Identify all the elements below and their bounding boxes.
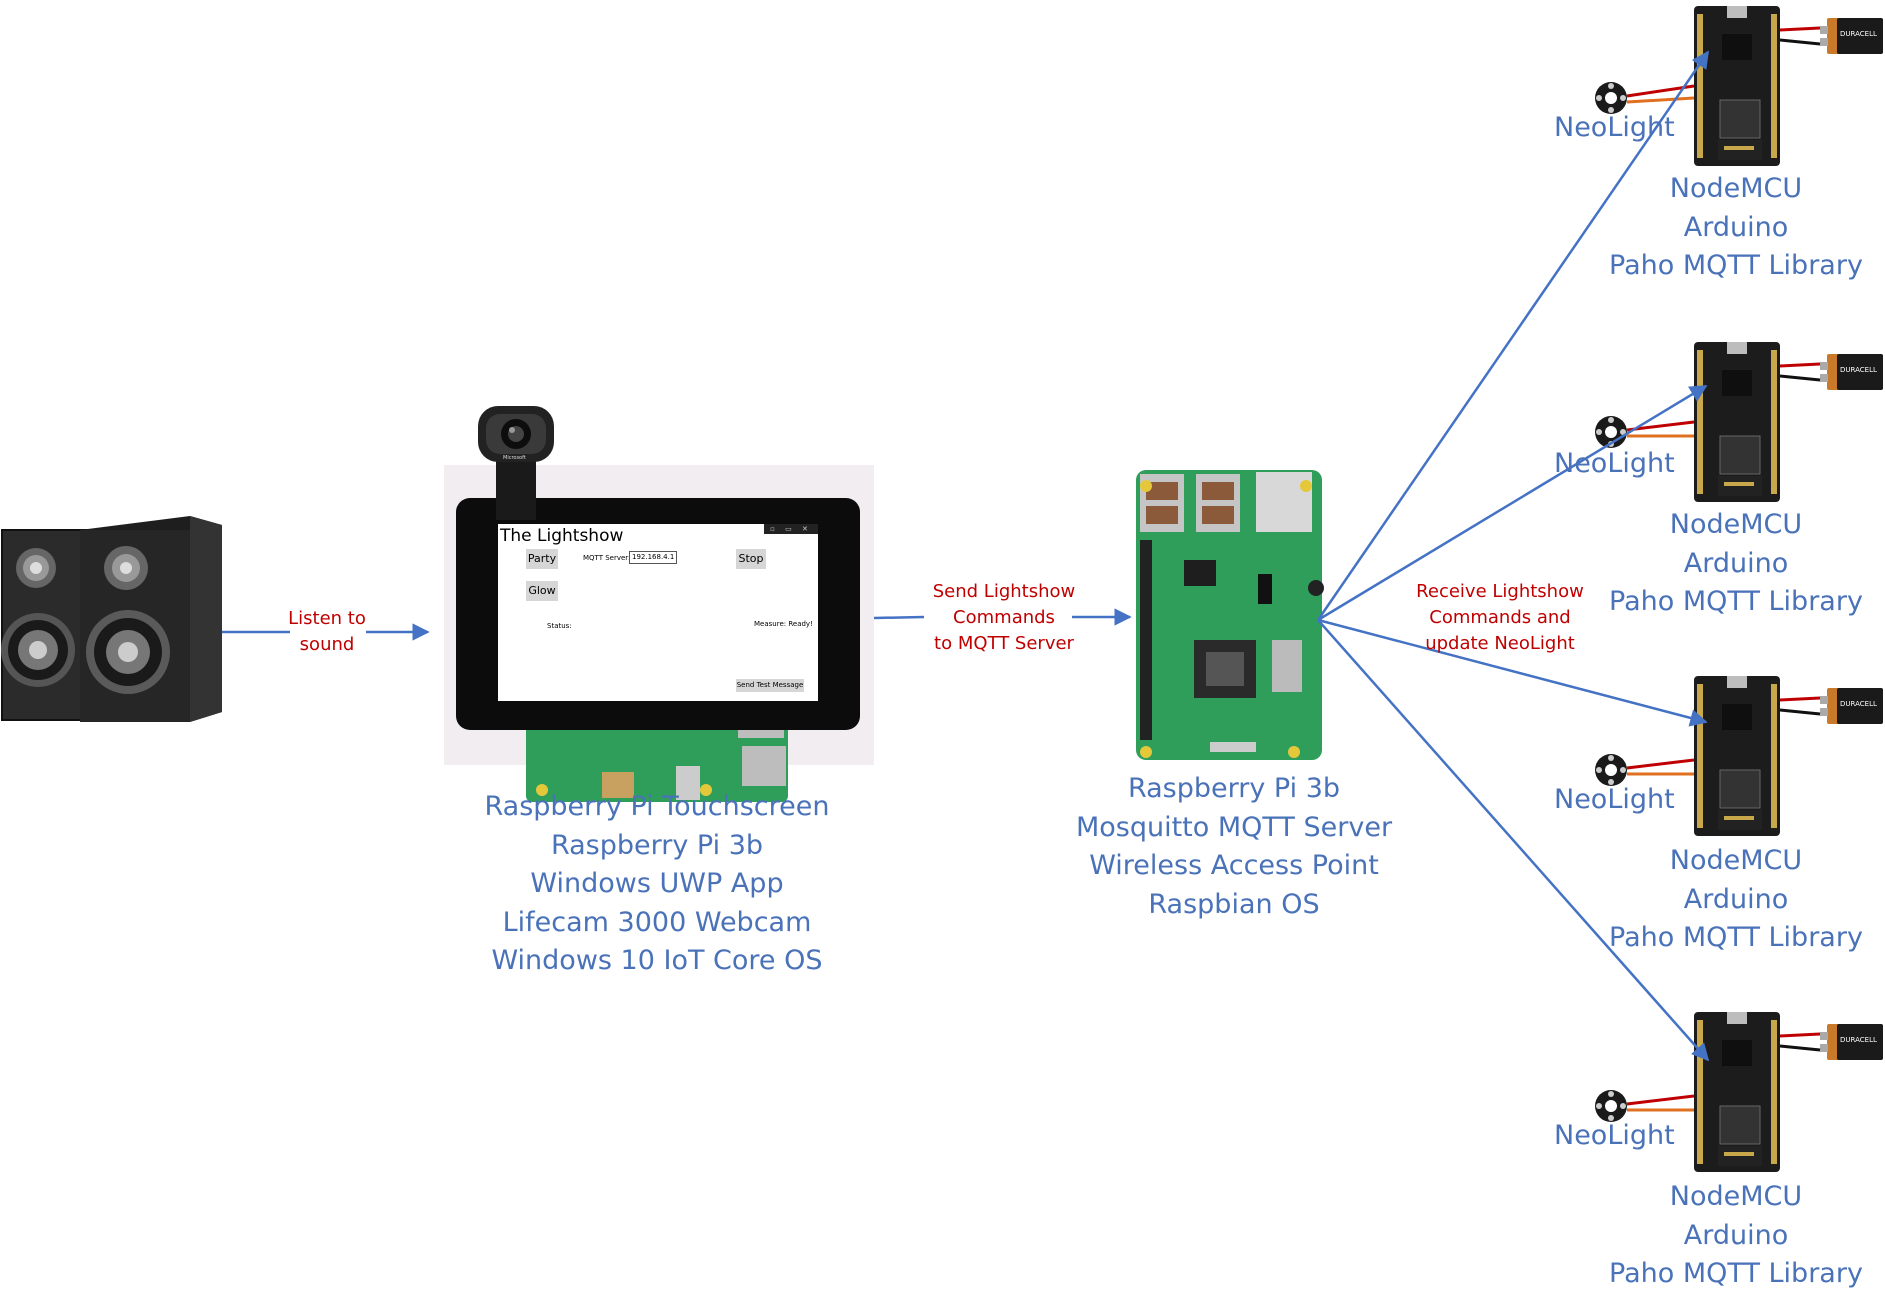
touchscreen-caption-line-4: Lifecam 3000 Webcam [502, 906, 812, 938]
node-4-caption-line-3: Paho MQTT Library [1609, 1258, 1863, 1289]
mqtt-server-label: MQTT Server: [583, 554, 631, 562]
node-2-caption-line-1: NodeMCU [1669, 509, 1803, 540]
neolight-label-4: NeoLight [1554, 1120, 1675, 1151]
node-caption-2: NodeMCU Arduino Paho MQTT Library [1586, 506, 1885, 622]
battery-label-3: DURACELL [1840, 700, 1877, 708]
receive-label-line-2: Commands and [1429, 607, 1571, 628]
speaker-right [80, 516, 222, 722]
listen-label-line-1: Listen to [288, 608, 366, 629]
node-4-caption-line-2: Arduino [1683, 1219, 1789, 1251]
node-caption-1: NodeMCU Arduino Paho MQTT Library [1586, 170, 1885, 286]
server-caption-line-4: Raspbian OS [1148, 888, 1320, 920]
battery-label-1: DURACELL [1840, 30, 1877, 38]
node-1-caption-line-1: NodeMCU [1669, 173, 1803, 204]
listen-label: Listen to sound [276, 606, 378, 658]
neolight-label-2: NeoLight [1554, 448, 1675, 479]
neolight-label-3: NeoLight [1554, 784, 1675, 815]
window-control-icons: ▫ ▭ ✕ [764, 524, 818, 534]
arrow-touchscreen-to-server-a [873, 615, 925, 620]
server-caption: Raspberry Pi 3b Mosquitto MQTT Server Wi… [1054, 770, 1414, 924]
webcam [478, 406, 554, 520]
touchscreen-caption-line-1: Raspberry Pi Touchscreen [484, 791, 830, 822]
node-3-caption-line-2: Arduino [1683, 883, 1789, 915]
touchscreen-caption-line-5: Windows 10 IoT Core OS [491, 945, 823, 976]
send-label-line-2: Commands [953, 607, 1055, 628]
send-label-line-3: to MQTT Server [934, 633, 1074, 654]
touchscreen-caption-line-2: Raspberry Pi 3b [550, 829, 764, 861]
measure-status: Measure: Ready! [754, 620, 813, 628]
node-1-caption-line-3: Paho MQTT Library [1609, 250, 1863, 281]
stop-button[interactable]: Stop [736, 549, 766, 569]
touchscreen-caption: Raspberry Pi Touchscreen Raspberry Pi 3b… [457, 788, 857, 981]
node-3-caption-line-1: NodeMCU [1669, 845, 1803, 876]
webcam-brand-label: Microsoft [503, 455, 526, 461]
node-1-caption-line-2: Arduino [1683, 211, 1789, 243]
receive-commands-label: Receive Lightshow Commands and update Ne… [1410, 579, 1590, 657]
node-caption-3: NodeMCU Arduino Paho MQTT Library [1586, 842, 1885, 958]
glow-button[interactable]: Glow [526, 581, 558, 601]
lightshow-app-window: The Lightshow Party Glow Stop MQTT Serve… [498, 524, 818, 701]
mqtt-server-input[interactable]: 192.168.4.1 [629, 551, 678, 564]
app-title: The Lightshow [500, 526, 624, 546]
server-caption-line-1: Raspberry Pi 3b [1127, 773, 1341, 804]
server-caption-line-2: Mosquitto MQTT Server [1075, 811, 1393, 843]
touchscreen-caption-line-3: Windows UWP App [530, 868, 784, 899]
node-2-caption-line-3: Paho MQTT Library [1609, 586, 1863, 617]
status-label: Status: [547, 622, 572, 630]
speaker-left [1, 529, 93, 721]
party-button[interactable]: Party [526, 549, 558, 569]
server-caption-line-3: Wireless Access Point [1089, 850, 1379, 881]
node-4-caption-line-1: NodeMCU [1669, 1181, 1803, 1212]
receive-label-line-3: update NeoLight [1425, 633, 1575, 654]
node-2-caption-line-2: Arduino [1683, 547, 1789, 579]
battery-label-2: DURACELL [1840, 366, 1877, 374]
send-commands-label: Send Lightshow Commands to MQTT Server [924, 579, 1084, 657]
listen-label-line-2: sound [299, 634, 355, 655]
node-caption-4: NodeMCU Arduino Paho MQTT Library [1586, 1178, 1885, 1294]
battery-label-4: DURACELL [1840, 1036, 1877, 1044]
receive-label-line-1: Receive Lightshow [1416, 581, 1584, 602]
send-label-line-1: Send Lightshow [932, 581, 1076, 602]
node-3-caption-line-3: Paho MQTT Library [1609, 922, 1863, 953]
send-test-message-button[interactable]: Send Test Message [736, 679, 804, 692]
neolight-label-1: NeoLight [1554, 112, 1675, 143]
